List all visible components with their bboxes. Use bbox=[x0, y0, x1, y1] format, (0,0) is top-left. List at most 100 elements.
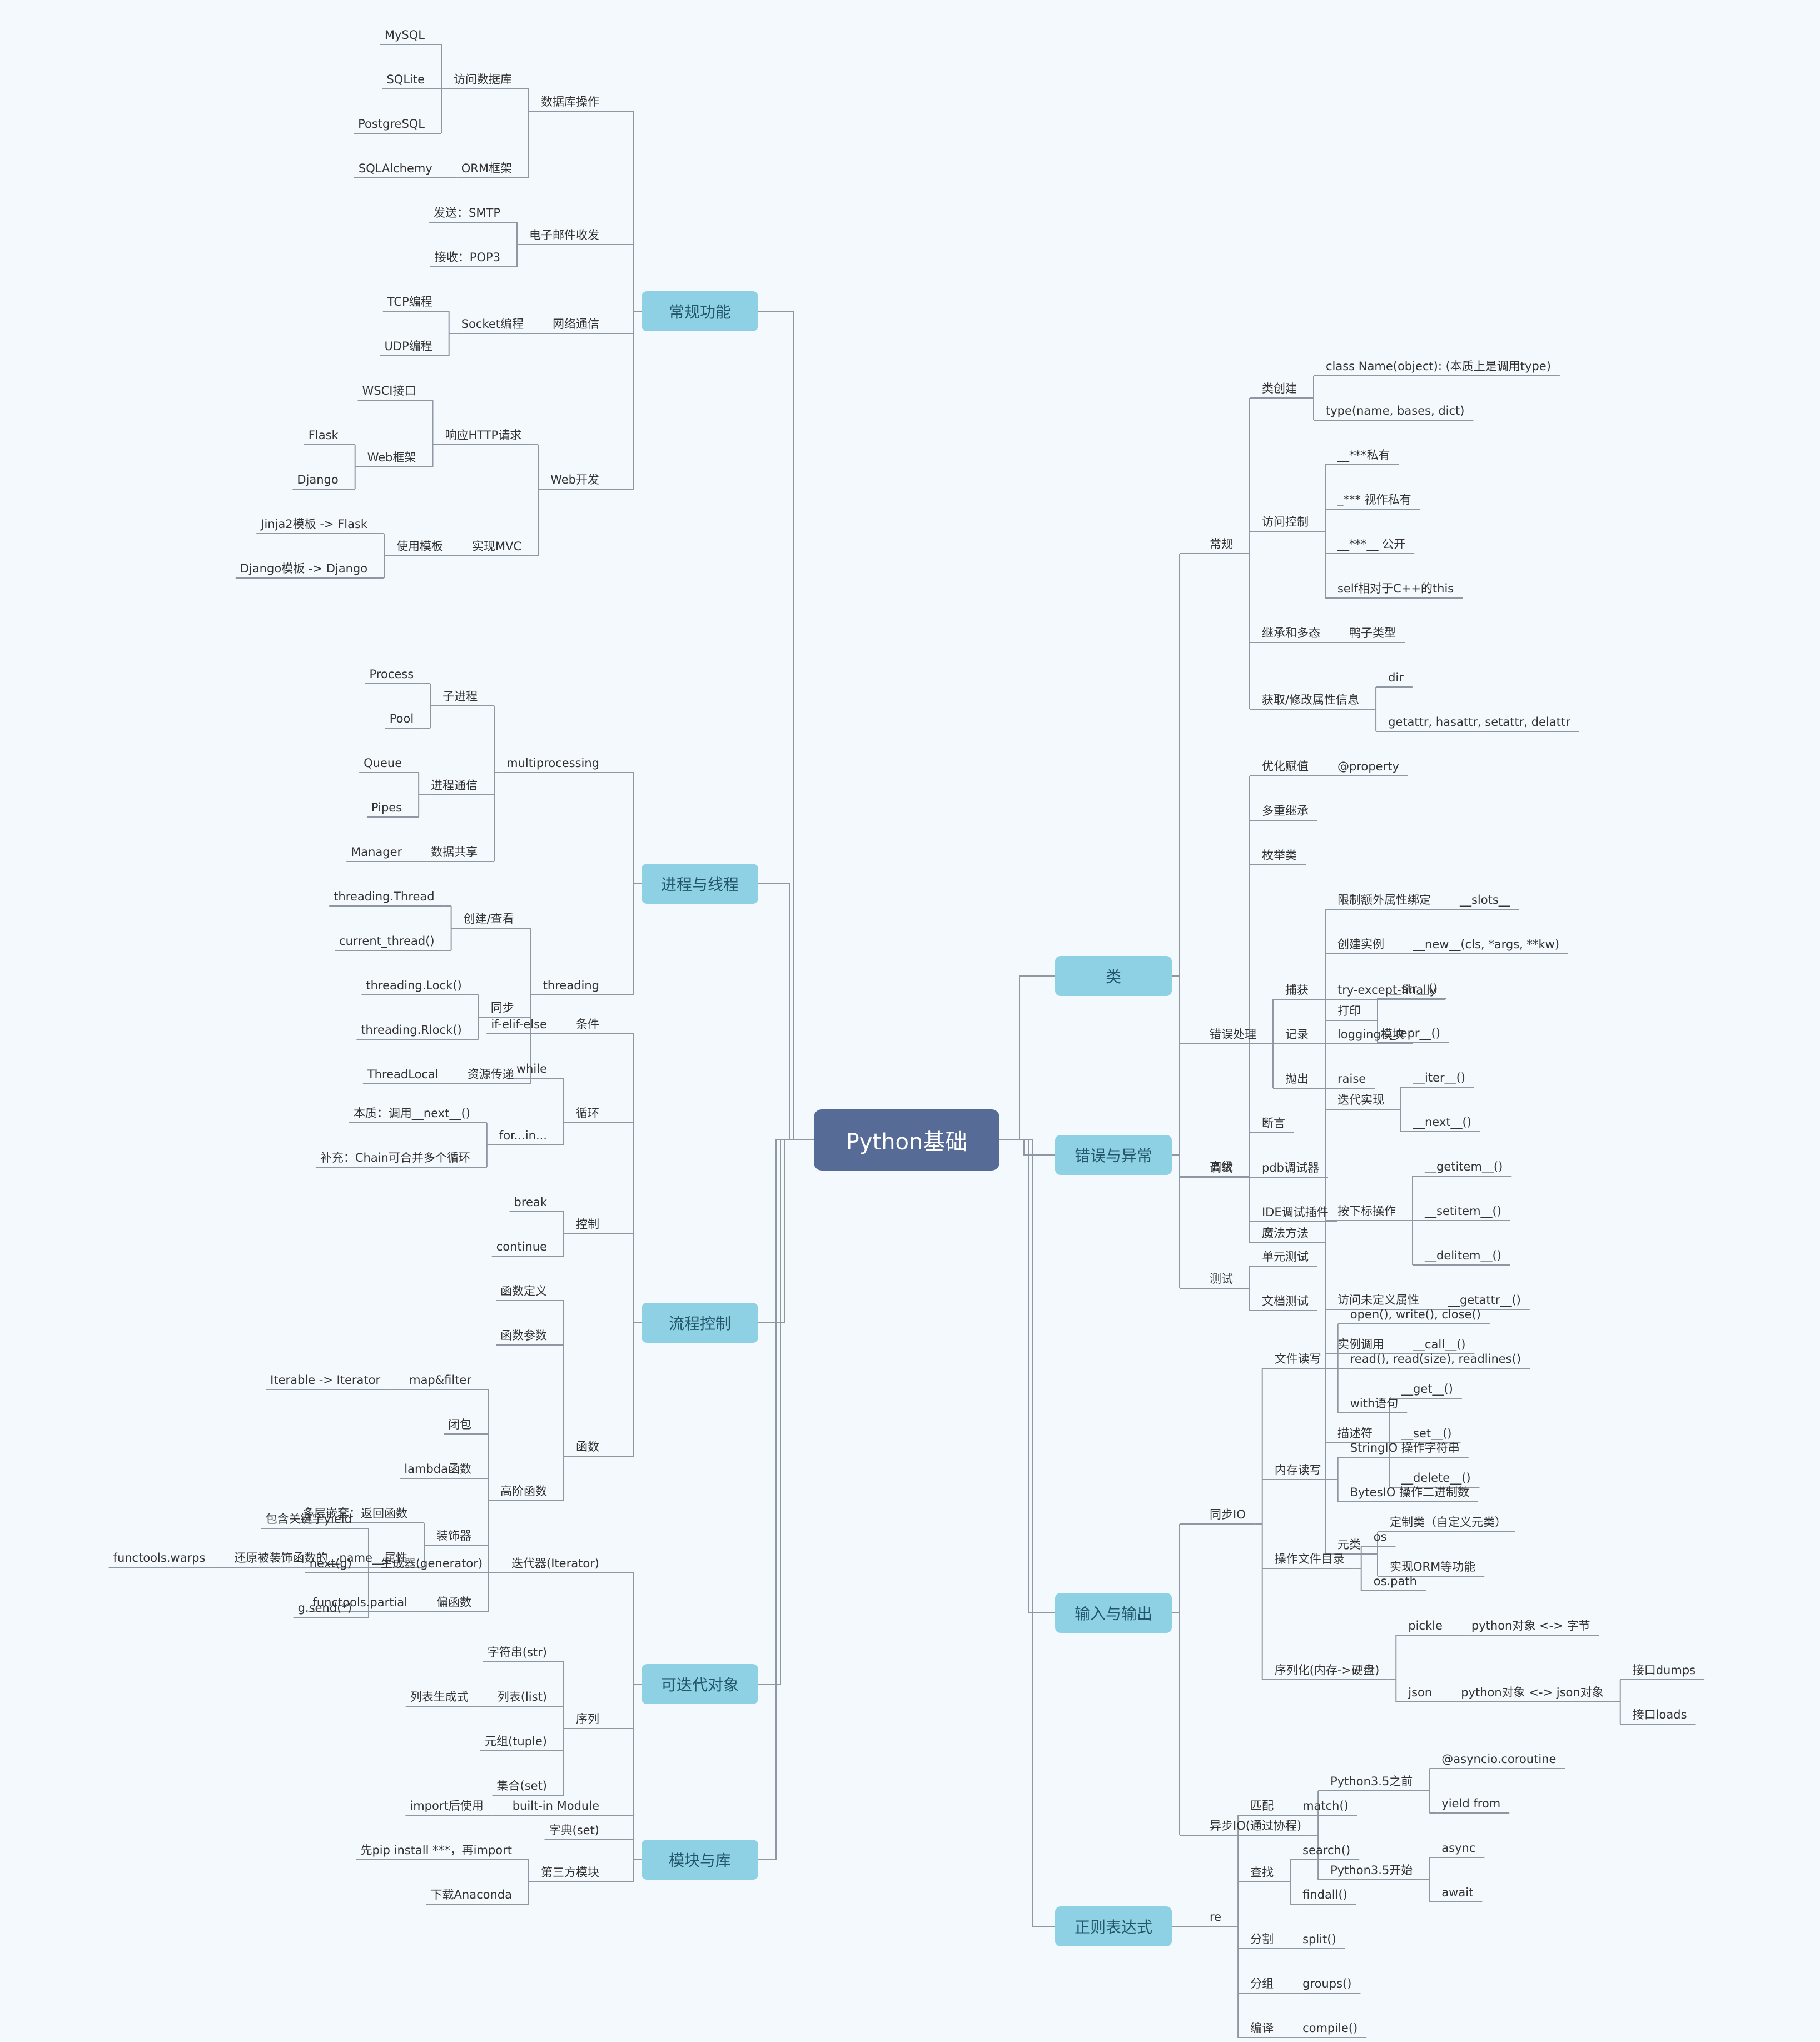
topic-right-0-children-1-children-3-children-0[interactable]: 限制额外属性绑定 bbox=[1337, 893, 1431, 907]
topic-right-0-children-0-children-0[interactable]: 类创建 bbox=[1261, 382, 1297, 395]
topic-right-2-children-0-children-0[interactable]: 文件读写 bbox=[1274, 1352, 1321, 1366]
leaf-right-2-children-0-children-1-children-0[interactable]: StringIO 操作字符串 bbox=[1350, 1441, 1460, 1455]
topic-right-0-children-1-children-3-children-1[interactable]: 创建实例 bbox=[1337, 938, 1384, 951]
leaf-right-2-children-1-children-0-children-0[interactable]: @asyncio.coroutine bbox=[1441, 1752, 1557, 1766]
topic-right-0-children-1-children-3-children-6[interactable]: 实例调用 bbox=[1337, 1338, 1384, 1351]
leaf-right-0-children-1-children-3-children-7-children-2[interactable]: __delete__() bbox=[1401, 1471, 1471, 1485]
leaf-right-1-children-0-children-2-children-0[interactable]: raise bbox=[1337, 1072, 1366, 1085]
topic-right-0-children-1-children-3[interactable]: 魔法方法 bbox=[1261, 1227, 1309, 1240]
topic-right-2-children-0-children-2[interactable]: 操作文件目录 bbox=[1274, 1552, 1345, 1566]
topic-left-1-children-1-children-2[interactable]: 资源传递 bbox=[467, 1068, 514, 1081]
topic-left-1-children-1[interactable]: threading bbox=[543, 979, 599, 992]
leaf-right-0-children-0-children-3-children-1[interactable]: getattr, hasattr, setattr, delattr bbox=[1388, 715, 1570, 729]
leaf-left-2-children-0-children-0[interactable]: if-elif-else bbox=[491, 1018, 547, 1031]
topic-right-2-children-1[interactable]: 异步IO(通过协程) bbox=[1210, 1819, 1302, 1832]
leaf-left-2-children-3-children-2-children-1[interactable]: 闭包 bbox=[448, 1418, 471, 1431]
leaf-left-0-children-3-children-0-children-1-children-0[interactable]: Flask bbox=[308, 429, 339, 442]
leaf-left-3-children-1-children-0[interactable]: 字符串(str) bbox=[487, 1646, 547, 1659]
leaf-left-3-children-1-children-2[interactable]: 元组(tuple) bbox=[484, 1735, 547, 1748]
leaf-right-0-children-1-children-3-children-1-children-0[interactable]: __new__(cls, *args, **kw) bbox=[1413, 938, 1560, 951]
topic-right-0-children-1[interactable]: 高级 bbox=[1210, 1160, 1233, 1173]
leaf-left-2-children-3-children-2-children-2[interactable]: lambda函数 bbox=[404, 1462, 471, 1476]
topic-left-0-children-3-children-1-children-0[interactable]: 使用模板 bbox=[396, 540, 444, 553]
leaf-left-1-children-1-children-2-children-0[interactable]: ThreadLocal bbox=[367, 1068, 439, 1081]
leaf-right-2-children-0-children-3-children-1-children-0-children-1[interactable]: 接口loads bbox=[1632, 1708, 1687, 1721]
leaf-left-0-children-2-children-0-children-0[interactable]: TCP编程 bbox=[387, 295, 432, 308]
topic-right-1-children-0[interactable]: 错误处理 bbox=[1210, 1028, 1256, 1041]
leaf-left-2-children-3-children-2-children-4-children-0[interactable]: functools.partial bbox=[312, 1596, 407, 1609]
leaf-right-0-children-1-children-2[interactable]: 枚举类 bbox=[1261, 849, 1297, 862]
topic-right-3-children-0[interactable]: re bbox=[1210, 1910, 1222, 1924]
main-topic-right-3[interactable]: 正则表达式 bbox=[1055, 1906, 1172, 1946]
leaf-left-0-children-3-children-0-children-0[interactable]: WSCI接口 bbox=[362, 384, 416, 397]
topic-left-4-children-0[interactable]: built-in Module bbox=[512, 1799, 599, 1812]
topic-right-1-children-0-children-2[interactable]: 抛出 bbox=[1285, 1072, 1309, 1085]
topic-right-1-children-0-children-0[interactable]: 捕获 bbox=[1285, 983, 1309, 997]
topic-right-0-children-0-children-3[interactable]: 获取/修改属性信息 bbox=[1261, 693, 1360, 706]
topic-right-0-children-0[interactable]: 常规 bbox=[1210, 537, 1233, 551]
topic-right-0-children-1-children-3-children-4[interactable]: 按下标操作 bbox=[1337, 1204, 1396, 1218]
leaf-right-0-children-1-children-3-children-7-children-0[interactable]: __get__() bbox=[1401, 1382, 1453, 1396]
leaf-left-1-children-1-children-0-children-0[interactable]: threading.Thread bbox=[334, 890, 435, 903]
leaf-right-3-children-0-children-4-children-0[interactable]: compile() bbox=[1302, 2021, 1358, 2035]
leaf-right-2-children-0-children-0-children-0[interactable]: open(), write(), close() bbox=[1350, 1308, 1481, 1321]
leaf-left-0-children-3-children-1-children-0-children-0[interactable]: Jinja2模板 -> Flask bbox=[261, 517, 368, 531]
topic-left-3-children-1-children-1[interactable]: 列表(list) bbox=[497, 1690, 547, 1704]
leaf-left-0-children-3-children-1-children-0-children-1[interactable]: Django模板 -> Django bbox=[240, 562, 368, 575]
leaf-left-1-children-0-children-0-children-1[interactable]: Pool bbox=[389, 712, 414, 725]
leaf-right-0-children-1-children-3-children-2-children-0[interactable]: __str__() bbox=[1389, 982, 1438, 995]
topic-left-2-children-3-children-2-children-4[interactable]: 偏函数 bbox=[436, 1596, 471, 1609]
leaf-right-3-children-0-children-3-children-0[interactable]: groups() bbox=[1302, 1977, 1352, 1990]
main-topic-left-0[interactable]: 常规功能 bbox=[642, 291, 758, 331]
leaf-right-1-children-0-children-1-children-0[interactable]: logging模块 bbox=[1337, 1028, 1404, 1041]
main-topic-right-1[interactable]: 错误与异常 bbox=[1055, 1135, 1172, 1175]
leaf-left-1-children-0-children-2-children-0[interactable]: Manager bbox=[351, 845, 402, 859]
leaf-left-0-children-2-children-0-children-1[interactable]: UDP编程 bbox=[384, 340, 432, 353]
leaf-right-1-children-2-children-1[interactable]: 文档测试 bbox=[1261, 1294, 1309, 1308]
main-topic-right-2[interactable]: 输入与输出 bbox=[1055, 1593, 1172, 1633]
leaf-right-3-children-0-children-0-children-0[interactable]: match() bbox=[1302, 1799, 1349, 1812]
topic-right-3-children-0-children-1[interactable]: 查找 bbox=[1250, 1866, 1274, 1879]
leaf-left-4-children-1-children-0[interactable]: 先pip install ***，再import bbox=[360, 1844, 512, 1857]
topic-right-2-children-1-children-1[interactable]: Python3.5开始 bbox=[1330, 1864, 1413, 1877]
leaf-right-0-children-0-children-1-children-2[interactable]: __***__ 公开 bbox=[1337, 537, 1406, 551]
leaf-right-0-children-1-children-3-children-6-children-0[interactable]: __call__() bbox=[1413, 1338, 1466, 1351]
leaf-right-0-children-0-children-3-children-0[interactable]: dir bbox=[1388, 671, 1404, 684]
topic-left-1-children-1-children-1[interactable]: 同步 bbox=[490, 1001, 514, 1014]
topic-right-0-children-1-children-0[interactable]: 优化赋值 bbox=[1261, 760, 1309, 773]
leaf-left-2-children-3-children-2-children-3-children-0[interactable]: 多层嵌套：返回函数 bbox=[302, 1507, 407, 1520]
topic-left-1-children-0-children-0[interactable]: 子进程 bbox=[442, 690, 478, 703]
topic-left-0-children-0-children-0[interactable]: 访问数据库 bbox=[454, 73, 512, 86]
leaf-right-0-children-0-children-0-children-1[interactable]: type(name, bases, dict) bbox=[1325, 404, 1465, 417]
leaf-left-1-children-0-children-1-children-1[interactable]: Pipes bbox=[371, 801, 402, 814]
topic-left-1-children-0-children-1[interactable]: 进程通信 bbox=[431, 779, 478, 792]
leaf-right-0-children-1-children-3-children-3-children-0[interactable]: __iter__() bbox=[1413, 1071, 1465, 1084]
leaf-left-0-children-1-children-0[interactable]: 发送：SMTP bbox=[434, 206, 500, 220]
leaf-left-3-children-0-children-0-children-1[interactable]: next(g) bbox=[309, 1557, 352, 1570]
leaf-right-0-children-0-children-1-children-3[interactable]: self相对于C++的this bbox=[1337, 582, 1454, 595]
leaf-left-0-children-0-children-0-children-0[interactable]: MySQL bbox=[384, 28, 425, 42]
leaf-right-2-children-0-children-1-children-1[interactable]: BytesIO 操作二进制数 bbox=[1350, 1486, 1470, 1499]
main-topic-left-1[interactable]: 进程与线程 bbox=[642, 864, 758, 904]
leaf-left-0-children-0-children-0-children-2[interactable]: PostgreSQL bbox=[358, 117, 425, 131]
leaf-left-0-children-0-children-0-children-1[interactable]: SQLite bbox=[386, 73, 425, 86]
leaf-right-3-children-0-children-1-children-1[interactable]: findall() bbox=[1302, 1888, 1347, 1901]
leaf-left-1-children-0-children-0-children-0[interactable]: Process bbox=[369, 668, 414, 681]
main-topic-left-3[interactable]: 可迭代对象 bbox=[642, 1664, 758, 1704]
leaf-left-2-children-1-children-0[interactable]: while bbox=[516, 1062, 547, 1075]
topic-right-2-children-0-children-1[interactable]: 内存读写 bbox=[1274, 1463, 1321, 1477]
main-topic-left-4[interactable]: 模块与库 bbox=[642, 1840, 758, 1880]
leaf-right-0-children-1-children-3-children-4-children-1[interactable]: __setitem__() bbox=[1424, 1204, 1501, 1218]
leaf-right-0-children-1-children-3-children-0-children-0[interactable]: __slots__ bbox=[1459, 893, 1510, 907]
topic-left-2-children-0[interactable]: 条件 bbox=[576, 1018, 599, 1031]
leaf-right-0-children-1-children-3-children-3-children-1[interactable]: __next__() bbox=[1413, 1115, 1471, 1129]
leaf-right-0-children-0-children-0-children-0[interactable]: class Name(object): (本质上是调用type) bbox=[1325, 360, 1551, 373]
leaf-right-2-children-0-children-2-children-0[interactable]: os bbox=[1373, 1530, 1387, 1543]
leaf-right-1-children-2-children-0[interactable]: 单元测试 bbox=[1261, 1250, 1309, 1263]
topic-left-3-children-1[interactable]: 序列 bbox=[576, 1712, 599, 1726]
leaf-right-2-children-0-children-2-children-1[interactable]: os.path bbox=[1373, 1575, 1417, 1588]
leaf-left-3-children-1-children-3[interactable]: 集合(set) bbox=[496, 1779, 547, 1792]
topic-left-2-children-3[interactable]: 函数 bbox=[576, 1440, 599, 1453]
topic-right-2-children-0[interactable]: 同步IO bbox=[1210, 1508, 1246, 1521]
leaf-right-3-children-0-children-1-children-0[interactable]: search() bbox=[1302, 1844, 1351, 1857]
